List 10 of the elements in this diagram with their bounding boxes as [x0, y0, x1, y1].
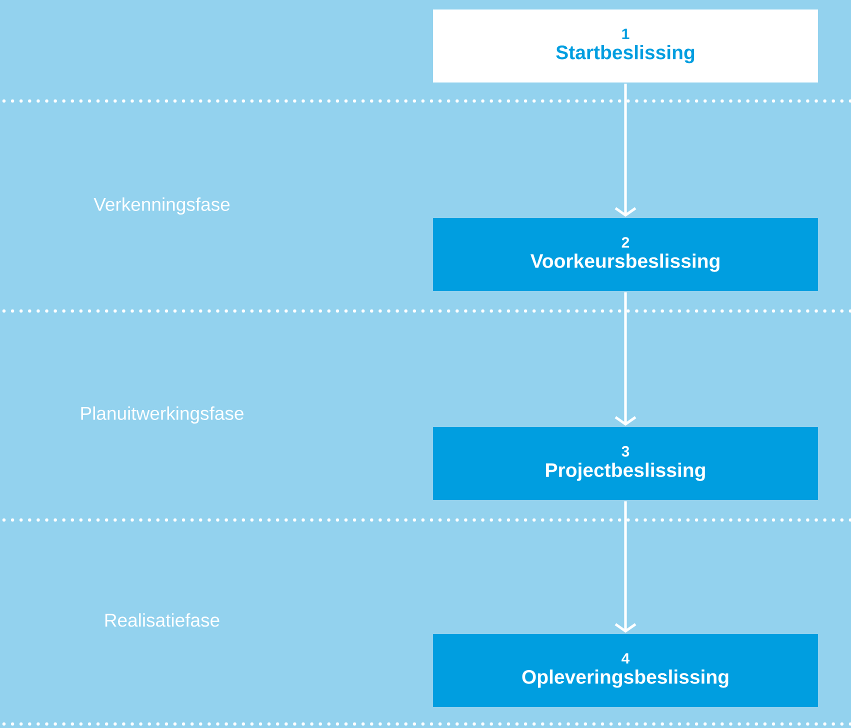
- decision-box: 4 Opleveringsbeslissing: [433, 634, 818, 707]
- phase-label: Planuitwerkingsfase: [81, 406, 244, 424]
- decision-box: 1 Startbeslissing: [433, 10, 818, 82]
- arrow: [614, 501, 636, 633]
- phase-label: Realisatiefase: [105, 613, 220, 627]
- decision-box: 2 Voorkeursbeslissing: [433, 218, 818, 291]
- arrow: [614, 292, 636, 426]
- phase-label: Verkenningsfase: [94, 197, 230, 215]
- decision-box: 3 Projectbeslissing: [433, 427, 818, 500]
- arrow: [614, 84, 636, 217]
